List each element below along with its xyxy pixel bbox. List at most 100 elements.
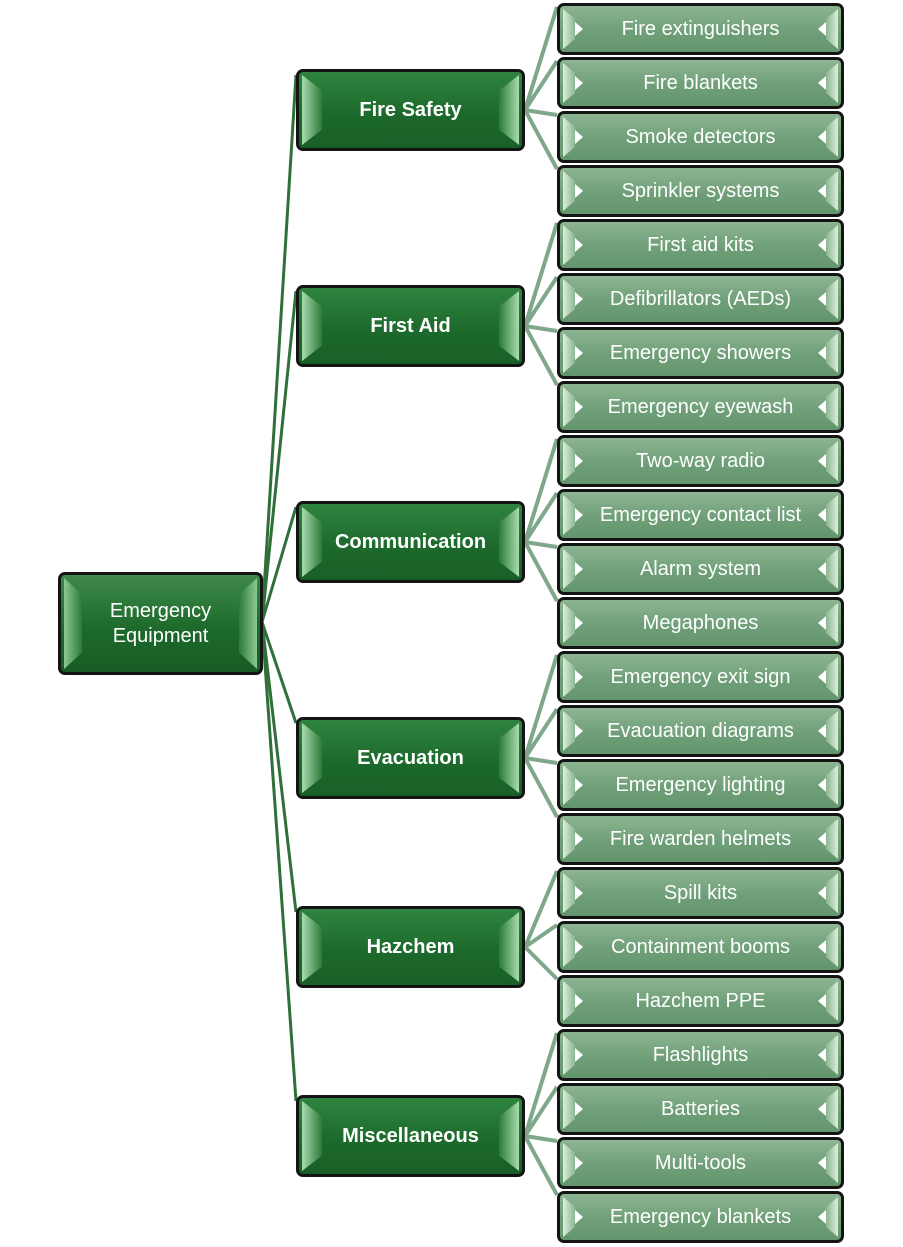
- item-bevel-right: [826, 819, 838, 859]
- item-bevel-right: [826, 1035, 838, 1075]
- item-bevel-left: [563, 171, 575, 211]
- item-label: Emergency eyewash: [607, 395, 794, 418]
- branch-connector: [523, 654, 559, 759]
- category-node: Miscellaneous: [296, 1095, 525, 1177]
- arrow-right-icon: [575, 130, 583, 144]
- item-node: First aid kits: [557, 219, 844, 271]
- item-label: Flashlights: [652, 1043, 749, 1066]
- category-label: Miscellaneous: [342, 1124, 479, 1147]
- arrow-right-icon: [575, 238, 583, 252]
- item-bevel-right: [826, 711, 838, 751]
- arrow-left-icon: [818, 346, 826, 360]
- branch-connector: [523, 541, 559, 602]
- arrow-right-icon: [575, 562, 583, 576]
- category-bevel-right: [499, 912, 519, 982]
- branch-connector: [523, 945, 559, 981]
- item-bevel-right: [826, 495, 838, 535]
- item-label: Containment booms: [611, 935, 790, 958]
- item-node: Two-way radio: [557, 435, 844, 487]
- item-label: Emergency blankets: [609, 1205, 792, 1228]
- arrow-right-icon: [575, 400, 583, 414]
- item-bevel-left: [563, 1197, 575, 1237]
- item-node: Megaphones: [557, 597, 844, 649]
- item-node: Emergency blankets: [557, 1191, 844, 1243]
- item-node: Flashlights: [557, 1029, 844, 1081]
- item-bevel-right: [826, 225, 838, 265]
- arrow-left-icon: [818, 1048, 826, 1062]
- item-bevel-right: [826, 657, 838, 697]
- arrow-left-icon: [818, 778, 826, 792]
- branch-connector: [524, 324, 558, 333]
- branch-connector: [523, 923, 559, 949]
- arrow-right-icon: [575, 1048, 583, 1062]
- item-bevel-left: [563, 117, 575, 157]
- item-bevel-right: [826, 9, 838, 49]
- arrow-left-icon: [818, 940, 826, 954]
- item-bevel-left: [563, 1143, 575, 1183]
- arrow-left-icon: [818, 832, 826, 846]
- branch-connector: [524, 1134, 558, 1143]
- item-bevel-left: [563, 873, 575, 913]
- root-connector: [260, 290, 298, 623]
- arrow-left-icon: [818, 76, 826, 90]
- item-bevel-left: [563, 63, 575, 103]
- item-node: Evacuation diagrams: [557, 705, 844, 757]
- root-connector: [260, 621, 298, 1102]
- arrow-right-icon: [575, 1156, 583, 1170]
- arrow-right-icon: [575, 724, 583, 738]
- branch-connector: [523, 438, 559, 543]
- item-bevel-right: [826, 981, 838, 1021]
- item-label: Evacuation diagrams: [607, 719, 794, 742]
- item-label: Batteries: [661, 1097, 740, 1120]
- root-connector: [260, 74, 298, 623]
- category-label: First Aid: [370, 314, 451, 337]
- item-node: Defibrillators (AEDs): [557, 273, 844, 325]
- branch-connector: [523, 1032, 559, 1137]
- arrow-right-icon: [575, 1102, 583, 1116]
- item-bevel-left: [563, 225, 575, 265]
- arrow-right-icon: [575, 454, 583, 468]
- item-node: Fire warden helmets: [557, 813, 844, 865]
- category-node: Fire Safety: [296, 69, 525, 151]
- arrow-left-icon: [818, 292, 826, 306]
- item-node: Emergency showers: [557, 327, 844, 379]
- arrow-left-icon: [818, 22, 826, 36]
- category-bevel-left: [302, 912, 322, 982]
- arrow-left-icon: [818, 562, 826, 576]
- category-label: Fire Safety: [359, 98, 462, 121]
- category-bevel-right: [499, 75, 519, 145]
- item-node: Spill kits: [557, 867, 844, 919]
- item-label: Sprinkler systems: [621, 179, 780, 202]
- item-bevel-left: [563, 387, 575, 427]
- category-bevel-left: [302, 291, 322, 361]
- item-bevel-right: [826, 1197, 838, 1237]
- item-label: Multi-tools: [654, 1151, 747, 1174]
- branch-connector: [523, 491, 559, 544]
- category-bevel-right: [499, 507, 519, 577]
- item-bevel-right: [826, 603, 838, 643]
- arrow-left-icon: [818, 1210, 826, 1224]
- item-bevel-right: [826, 927, 838, 967]
- branch-connector: [523, 275, 559, 328]
- branch-connector: [523, 325, 559, 386]
- arrow-left-icon: [818, 994, 826, 1008]
- item-node: Sprinkler systems: [557, 165, 844, 217]
- arrow-right-icon: [575, 994, 583, 1008]
- item-label: Spill kits: [663, 881, 738, 904]
- arrow-right-icon: [575, 1210, 583, 1224]
- item-label: Emergency exit sign: [610, 665, 791, 688]
- arrow-right-icon: [575, 76, 583, 90]
- item-node: Containment booms: [557, 921, 844, 973]
- item-bevel-left: [563, 819, 575, 859]
- item-label: Fire blankets: [643, 71, 758, 94]
- item-label: Emergency lighting: [615, 773, 786, 796]
- branch-connector: [523, 1085, 559, 1138]
- arrow-left-icon: [818, 1156, 826, 1170]
- branch-connector: [523, 1135, 559, 1196]
- arrow-right-icon: [575, 778, 583, 792]
- root-connector: [260, 621, 298, 724]
- item-label: Fire extinguishers: [621, 17, 780, 40]
- item-label: First aid kits: [647, 233, 754, 256]
- item-node: Smoke detectors: [557, 111, 844, 163]
